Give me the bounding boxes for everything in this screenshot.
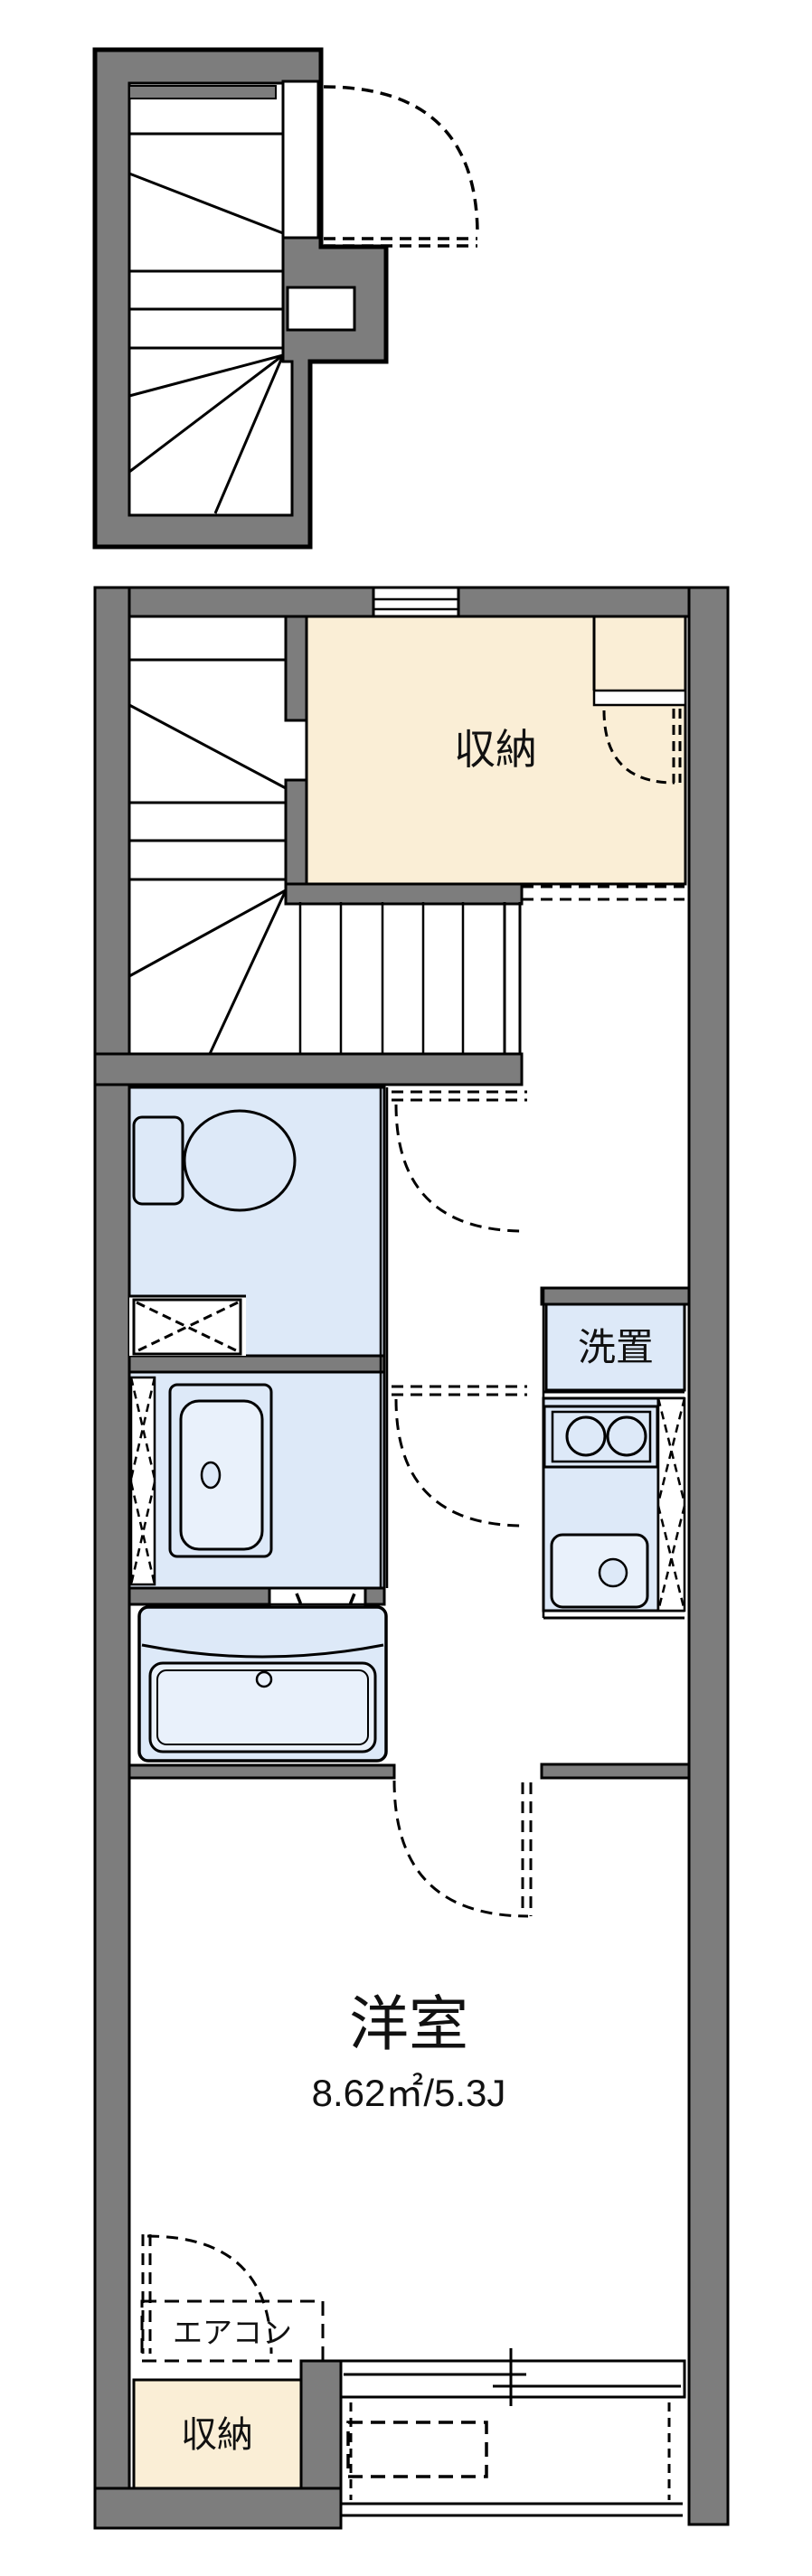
upper-stair-unit (92, 47, 479, 550)
wall-washroom-bottom-right (364, 1586, 386, 1606)
western-room-area: 8.62㎡/5.3J (312, 2072, 506, 2114)
upper-stair-treads (128, 132, 285, 514)
storage-lower-door-swing (141, 2234, 273, 2355)
pipe-space-left (129, 1376, 156, 1586)
washbasin-drain (200, 1461, 222, 1490)
upper-landing-bar (128, 85, 277, 99)
laundry-label: 洗置 (578, 1326, 654, 1368)
wall-room-top-left (127, 1763, 396, 1780)
storage-upper-label: 収納 (454, 726, 537, 773)
wall-laundry-top (540, 1286, 691, 1306)
pipe-space-right (656, 1396, 686, 1612)
aircon-box (140, 2299, 325, 2363)
laundry-floor (544, 1302, 686, 1392)
upper-door-cavity (281, 80, 320, 240)
main-floor: 収納 洗置 洋室 8.62㎡/5.3J エアコン 収納 (93, 586, 730, 2530)
bathtub (137, 1605, 388, 1763)
burner-right (606, 1415, 647, 1457)
washroom-door-swing (392, 1385, 527, 1528)
wall-left (93, 586, 131, 2530)
wall-toilet-bottom (127, 1354, 386, 1374)
western-room-label: 洋室 (349, 1990, 468, 2057)
toilet-fixture (132, 1109, 297, 1212)
tub-drain (255, 1670, 273, 1688)
entrance-step-dashed (346, 2421, 488, 2478)
wall-stair-divider-a (284, 615, 308, 722)
wall-bottom-left-block (93, 2487, 343, 2530)
burner-left (565, 1415, 607, 1457)
sink-drain (598, 1557, 628, 1588)
closet-door-swing (602, 709, 682, 785)
wall-room-top-right (540, 1763, 691, 1780)
upper-wall-notch (286, 286, 356, 332)
entrance (342, 2402, 683, 2517)
sliding-window (339, 2348, 686, 2406)
storage-upper-closet (592, 617, 687, 785)
wall-right (687, 586, 730, 2526)
wall-stair-divider-b (284, 778, 308, 894)
wall-storage-bottom (284, 882, 524, 906)
hall-door-swing (392, 1090, 527, 1233)
upper-entry-door-swing (323, 85, 479, 248)
upper-stairwell (127, 81, 294, 517)
storage-lower-label: 収納 (181, 2415, 253, 2455)
room-door-swing (392, 1780, 533, 1918)
closet-shelf (592, 689, 687, 707)
wall-stair-bottom (93, 1052, 524, 1086)
washbasin-fixture (168, 1383, 273, 1558)
toilet-bowl (183, 1109, 297, 1212)
storage-lower-floor (132, 2378, 303, 2490)
corridor-wall-lines (379, 1087, 545, 1618)
wall-washroom-bottom-left (127, 1586, 271, 1606)
toilet-tank (132, 1115, 184, 1206)
main-stair-treads (128, 658, 522, 1055)
aircon-label: エアコン (173, 2316, 292, 2349)
shelf-cross-box (132, 1298, 242, 1356)
storage-opening-dashed (522, 885, 685, 901)
top-window (372, 586, 460, 618)
storage-upper-floor (305, 615, 687, 886)
